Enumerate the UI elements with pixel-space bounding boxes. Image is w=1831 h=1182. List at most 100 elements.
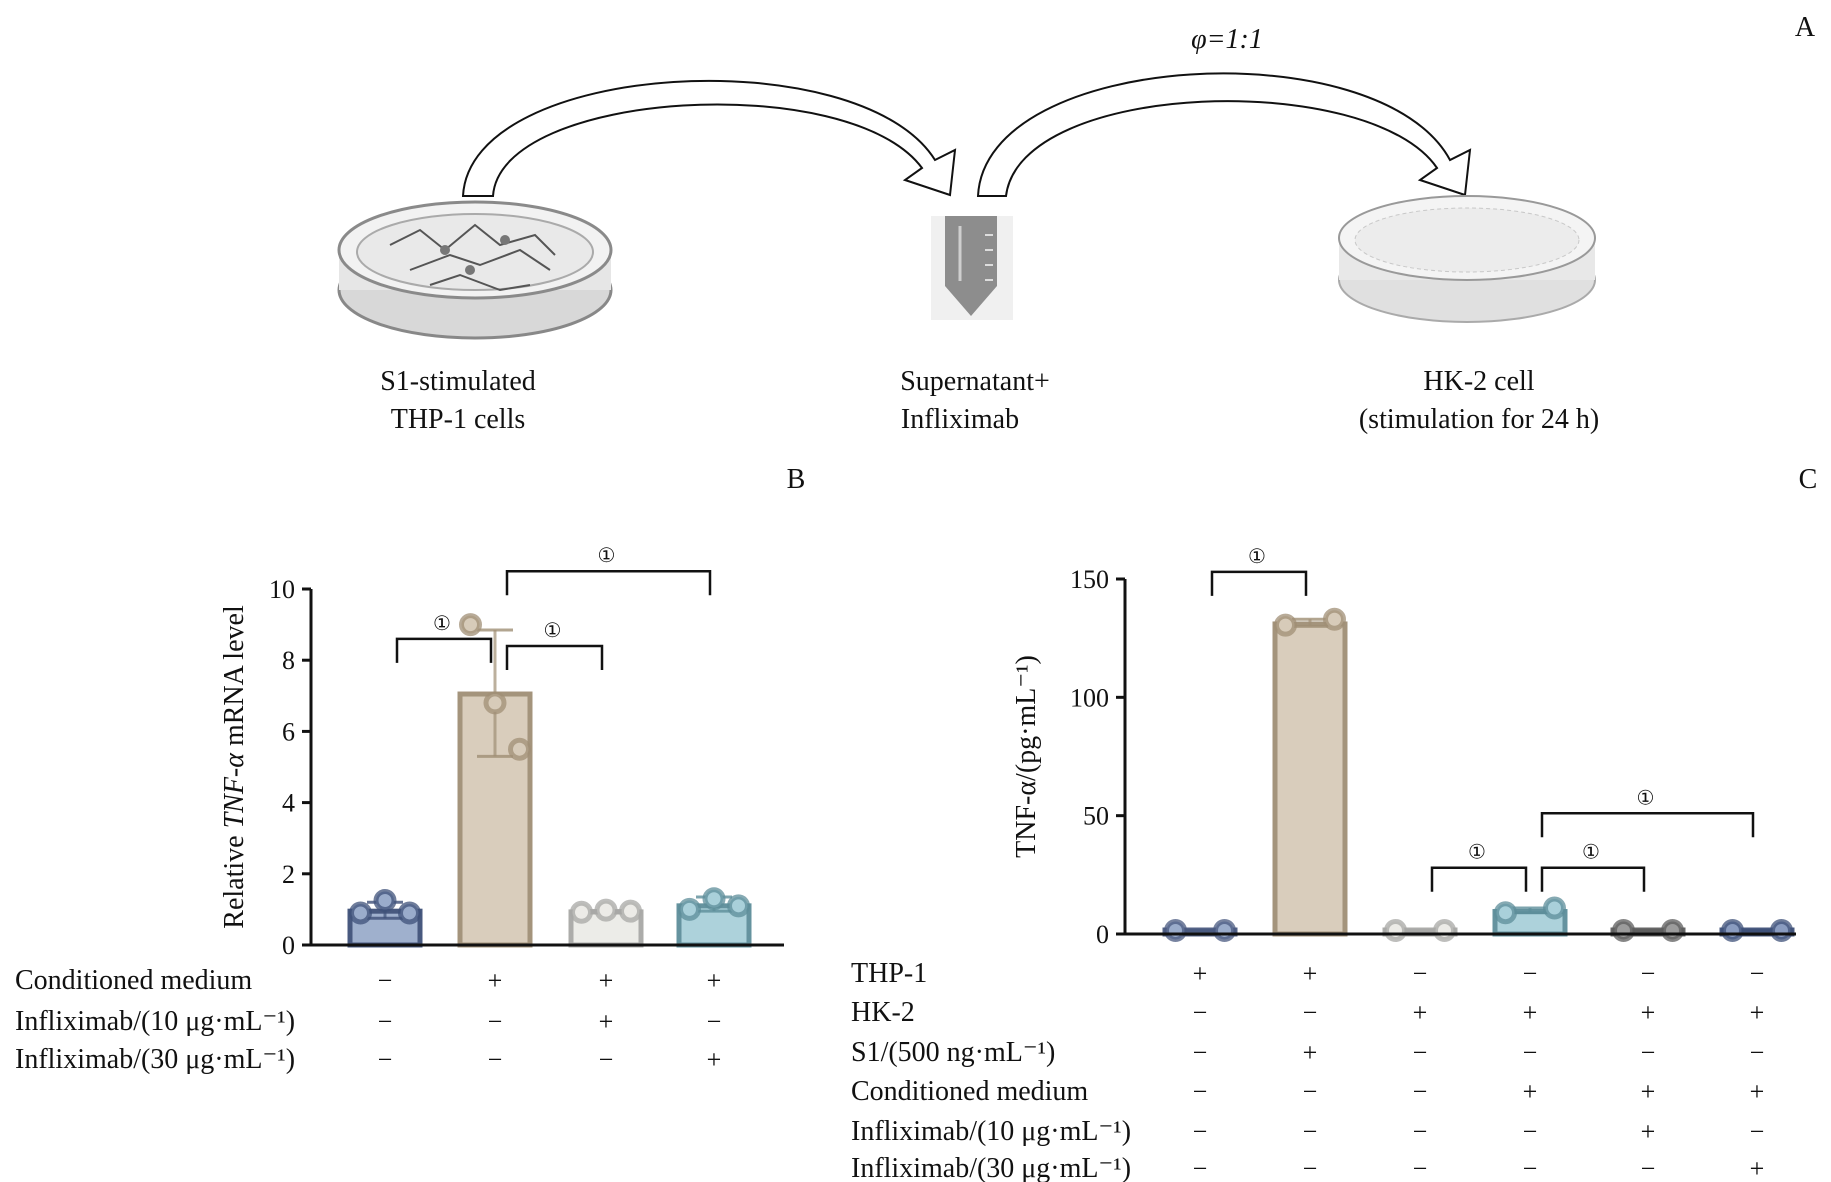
y-axis-label-part: mRNA level	[219, 605, 250, 753]
significance-mark: ①	[544, 620, 562, 642]
condition-value: −	[1303, 998, 1318, 1027]
data-point	[483, 691, 507, 715]
condition-value: −	[1413, 1154, 1428, 1182]
condition-label: Infliximab/(10 μg·mL⁻¹)	[851, 1116, 1131, 1147]
y-tick-label: 0	[282, 931, 295, 960]
y-tick-label: 8	[282, 646, 295, 675]
y-tick-label: 150	[1070, 565, 1109, 594]
condition-value: +	[488, 966, 503, 995]
condition-value: −	[1523, 959, 1538, 988]
step1-line2: THP-1 cells	[391, 404, 526, 435]
data-point	[1213, 918, 1236, 942]
significance-bracket	[395, 637, 493, 663]
condition-value: −	[1413, 1077, 1428, 1106]
condition-value: −	[1303, 1077, 1318, 1106]
condition-value: +	[1193, 959, 1208, 988]
bar	[1272, 621, 1348, 937]
y-axis-label-part: TNF-α/(pg·mL⁻¹)	[1011, 655, 1042, 858]
condition-value: −	[1641, 1154, 1656, 1182]
panel-a-label: A	[1795, 12, 1816, 43]
data-point	[508, 737, 531, 761]
condition-value: −	[599, 1045, 614, 1074]
significance-mark: ①	[433, 613, 451, 635]
data-point	[1164, 918, 1187, 942]
condition-value: +	[1523, 998, 1538, 1027]
data-point	[727, 894, 750, 918]
condition-value: −	[1303, 1154, 1318, 1182]
condition-value: −	[1750, 1117, 1765, 1146]
condition-value: −	[1413, 1117, 1428, 1146]
data-point	[1770, 918, 1793, 942]
condition-value: +	[1641, 998, 1656, 1027]
y-axis-label-part: Relative	[219, 828, 250, 928]
significance-mark: ①	[598, 545, 616, 567]
significance-bracket	[1430, 866, 1528, 892]
condition-value: −	[707, 1007, 722, 1036]
panel-c-label: C	[1799, 464, 1818, 495]
data-point	[1323, 607, 1346, 631]
condition-label: THP-1	[851, 958, 927, 989]
condition-value: −	[1750, 959, 1765, 988]
significance-bracket	[505, 569, 712, 596]
condition-value: +	[1413, 998, 1428, 1027]
data-point	[349, 901, 372, 925]
condition-value: −	[488, 1045, 503, 1074]
condition-value: −	[1193, 1038, 1208, 1067]
significance-mark: ①	[1248, 546, 1266, 568]
data-point	[1721, 918, 1744, 942]
condition-value: −	[1523, 1038, 1538, 1067]
condition-value: −	[1523, 1117, 1538, 1146]
condition-value: +	[1750, 1154, 1765, 1182]
condition-value: +	[1303, 1038, 1318, 1067]
step2-line2: Infliximab	[901, 404, 1019, 435]
significance-mark: ①	[1582, 842, 1600, 864]
y-tick-label: 50	[1083, 802, 1109, 831]
condition-value: −	[1193, 1154, 1208, 1182]
significance-mark: ①	[1637, 787, 1655, 809]
data-point	[459, 613, 482, 637]
petri-dish-hk2-icon	[1338, 195, 1596, 323]
condition-label: Infliximab/(30 μg·mL⁻¹)	[851, 1153, 1131, 1182]
condition-value: +	[599, 966, 614, 995]
data-point	[702, 887, 726, 911]
condition-value: −	[1413, 959, 1428, 988]
condition-value: +	[1641, 1077, 1656, 1106]
condition-value: −	[1641, 959, 1656, 988]
condition-value: +	[599, 1007, 614, 1036]
condition-value: −	[1413, 1038, 1428, 1067]
condition-value: +	[1523, 1077, 1538, 1106]
data-point	[1661, 918, 1684, 942]
panel-b-label: B	[787, 464, 806, 495]
panel-a: A φ=1:1 S1-stimulated THP-1	[337, 12, 1816, 435]
data-point	[398, 901, 421, 925]
condition-value: −	[1193, 1117, 1208, 1146]
y-axis-label: Relative TNF-α mRNA level	[219, 605, 250, 929]
condition-value: +	[707, 1045, 722, 1074]
condition-value: −	[1193, 998, 1208, 1027]
condition-label: Conditioned medium	[851, 1076, 1088, 1107]
condition-value: +	[1750, 998, 1765, 1027]
data-point	[1543, 896, 1566, 920]
condition-value: −	[1523, 1154, 1538, 1182]
condition-value: −	[378, 966, 393, 995]
y-tick-label: 2	[282, 860, 295, 889]
data-point	[1494, 901, 1517, 925]
significance-bracket	[1540, 812, 1755, 838]
condition-value: +	[1750, 1077, 1765, 1106]
arrow-icon	[461, 79, 957, 197]
condition-value: +	[1303, 959, 1318, 988]
y-tick-label: 6	[282, 717, 295, 746]
step2-line1: Supernatant+	[900, 366, 1050, 397]
condition-value: −	[1303, 1117, 1318, 1146]
ratio-label: φ=1:1	[1191, 24, 1263, 55]
condition-value: −	[488, 1007, 503, 1036]
petri-dish-thp1-icon	[337, 200, 613, 340]
data-point	[1384, 918, 1407, 942]
condition-value: −	[1193, 1077, 1208, 1106]
step1-line1: S1-stimulated	[380, 366, 536, 397]
data-point	[570, 900, 593, 924]
step3-line2: (stimulation for 24 h)	[1359, 404, 1599, 435]
